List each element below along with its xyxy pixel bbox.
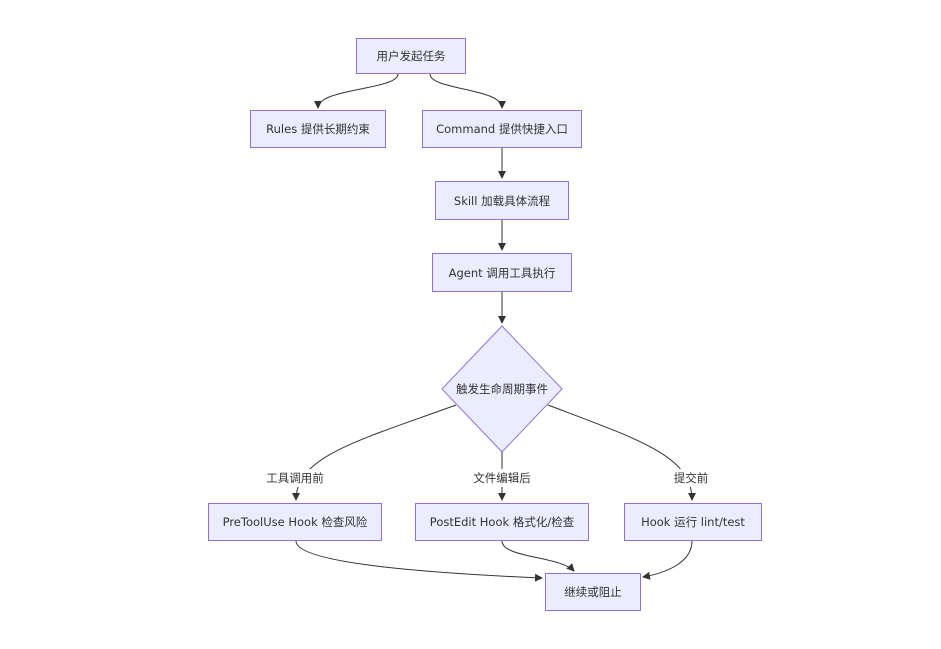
node-postedit: PostEdit Hook 格式化/检查 <box>415 503 589 541</box>
node-hook-commit: Hook 运行 lint/test <box>624 503 762 541</box>
node-start: 用户发起任务 <box>356 38 466 74</box>
node-skill: Skill 加载具体流程 <box>435 181 569 220</box>
edge-hook-commit-to-result <box>642 540 693 580</box>
node-result: 继续或阻止 <box>545 573 641 611</box>
node-decision-label: 触发生命周期事件 <box>456 382 548 396</box>
node-pretooluse: PreToolUse Hook 检查风险 <box>208 503 382 541</box>
edge-label-after-edit: 文件编辑后 <box>470 469 534 487</box>
edge-pretooluse-to-result <box>295 540 543 582</box>
node-command: Command 提供快捷入口 <box>422 110 582 148</box>
node-rules: Rules 提供长期约束 <box>250 110 386 148</box>
node-agent: Agent 调用工具执行 <box>432 253 572 292</box>
edge-start-to-rules <box>314 73 399 109</box>
edge-start-to-command <box>429 73 506 109</box>
edge-label-before-commit: 提交前 <box>670 469 712 487</box>
edge-postedit-to-result <box>501 540 575 572</box>
edge-label-before-tool: 工具调用前 <box>263 469 327 487</box>
